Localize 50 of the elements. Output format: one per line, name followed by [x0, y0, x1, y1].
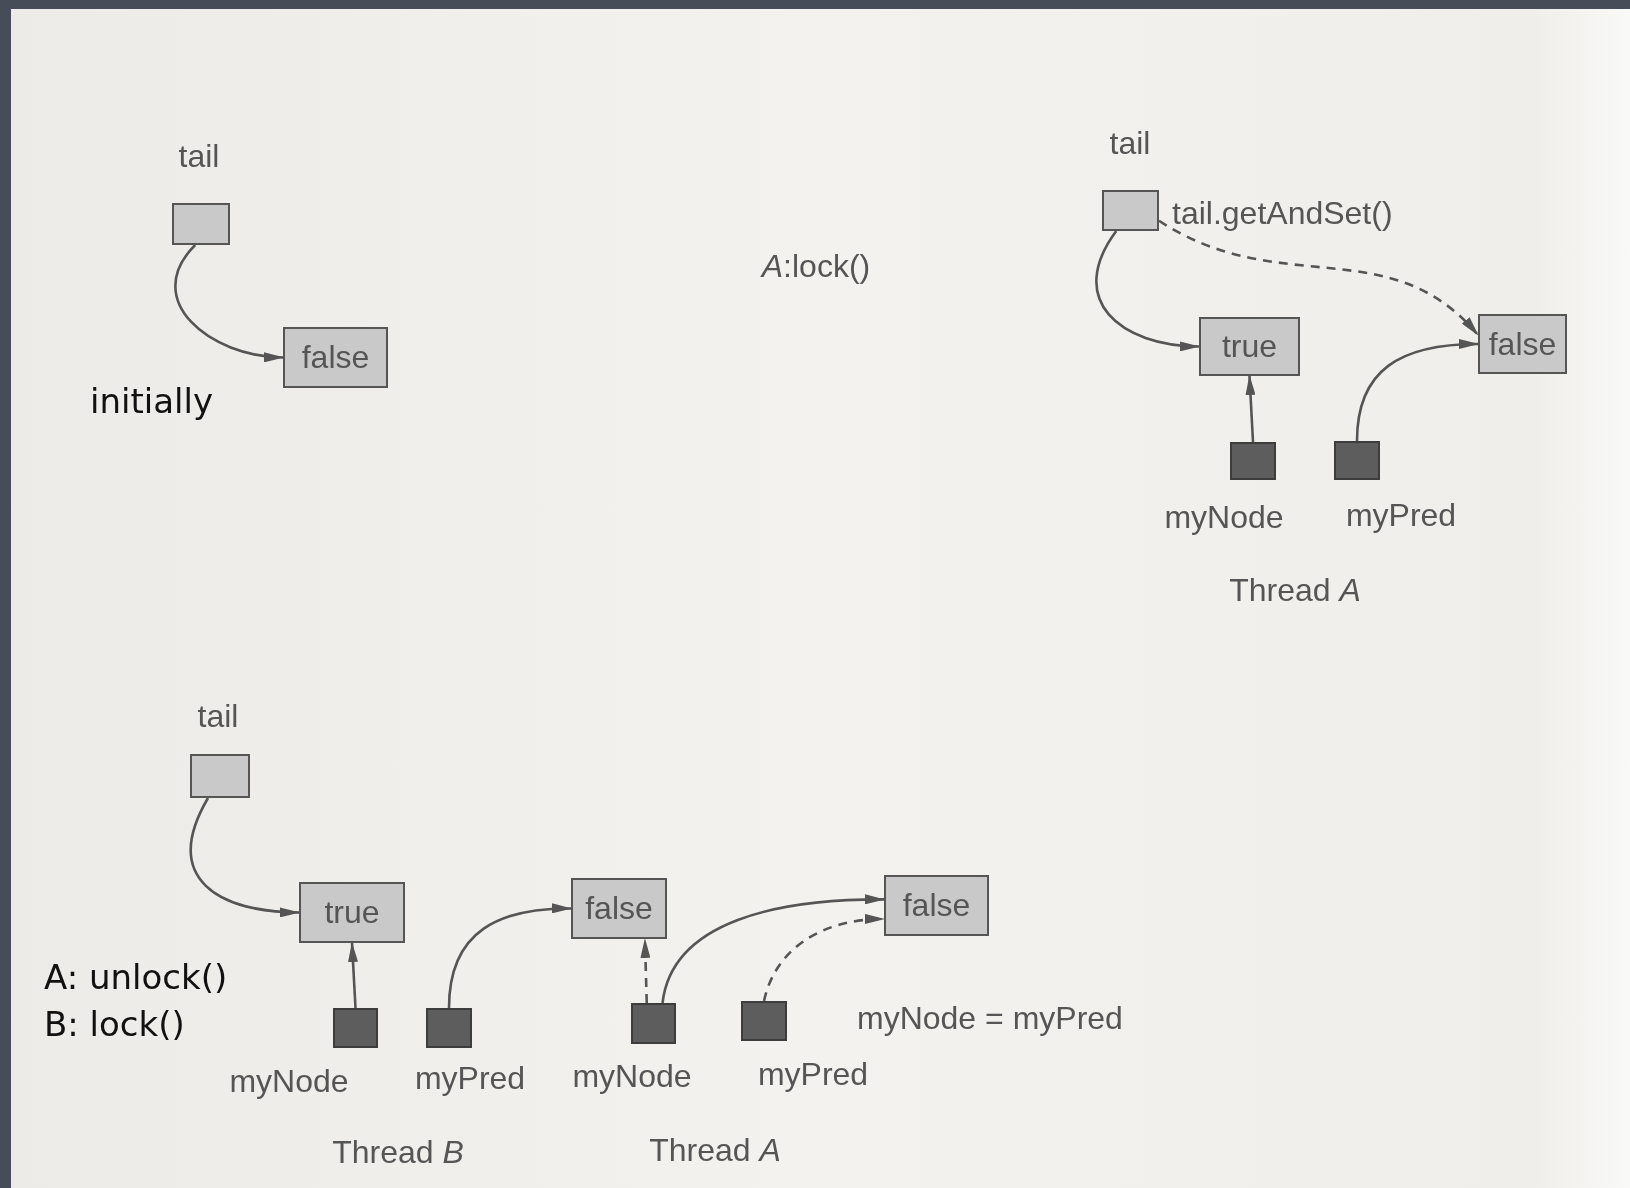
list-node-box: [299, 882, 405, 943]
assignment-label: myNode = myPred: [857, 999, 1123, 1037]
pointer-box: [172, 203, 230, 245]
pointer-box: [1102, 190, 1159, 231]
list-node-box: [1199, 317, 1300, 376]
step-label: A:lock(): [761, 247, 871, 285]
thread-label: Thread A: [1229, 571, 1361, 609]
arrow: [189, 797, 300, 917]
variable-label: myPred: [757, 1055, 869, 1093]
list-node-box: [884, 875, 989, 936]
variable-label: myNode: [1164, 498, 1284, 536]
arrow: [174, 244, 284, 362]
node-value: true: [1221, 328, 1278, 365]
variable-label: myPred: [414, 1059, 526, 1097]
pointer-box: [741, 1001, 787, 1041]
node-value: false: [1488, 325, 1557, 363]
list-node-box: [283, 327, 388, 388]
method-label: tail.getAndSet(): [1172, 194, 1393, 232]
step-label: A: unlock(): [44, 957, 228, 997]
variable-label: tail: [178, 137, 220, 175]
pointer-box: [1230, 442, 1276, 480]
arrow: [1245, 375, 1256, 443]
thread-label: Thread A: [649, 1131, 781, 1169]
arrow: [348, 942, 358, 1009]
variable-label: myPred: [1345, 496, 1457, 534]
arrow: [661, 894, 885, 1004]
variable-label: tail: [1109, 124, 1151, 162]
arrow: [1095, 230, 1200, 351]
variable-label: myNode: [229, 1062, 349, 1100]
list-node-box: [571, 878, 667, 939]
arrow: [1355, 339, 1479, 442]
dashed-arrow: [762, 914, 885, 1002]
variable-label: myNode: [572, 1057, 692, 1095]
list-node-box: [1478, 314, 1567, 374]
node-value: false: [585, 890, 653, 927]
arrow: [447, 903, 572, 1009]
pointer-box: [190, 754, 250, 798]
node-value: true: [324, 894, 380, 931]
step-label: B: lock(): [44, 1004, 185, 1044]
pointer-box: [631, 1003, 676, 1044]
pointer-box: [1334, 441, 1380, 480]
dashed-arrow: [1158, 219, 1479, 336]
dashed-arrow: [640, 938, 651, 1004]
node-value: false: [902, 887, 971, 924]
variable-label: tail: [197, 697, 239, 735]
pointer-box: [333, 1008, 378, 1048]
thread-label: Thread B: [332, 1133, 464, 1171]
step-label: initially: [90, 381, 214, 421]
pointer-box: [426, 1008, 472, 1048]
node-value: false: [301, 339, 370, 376]
